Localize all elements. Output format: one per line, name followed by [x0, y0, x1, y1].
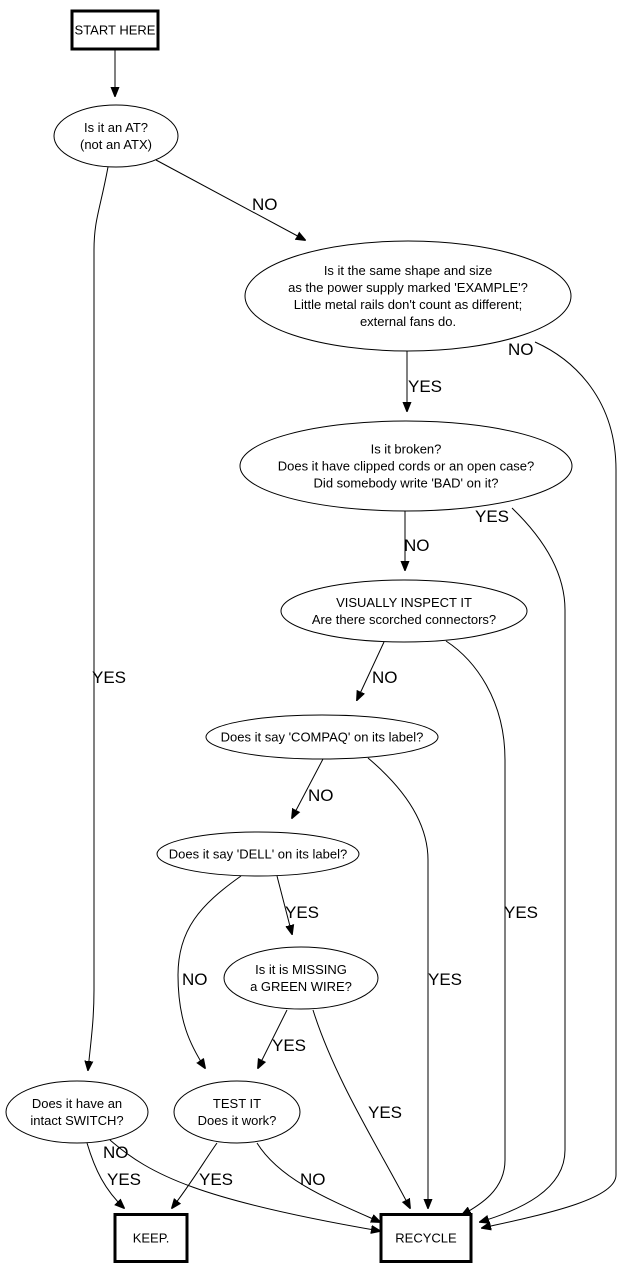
- node-text-line: Are there scorched connectors?: [312, 612, 496, 627]
- node-text-line: RECYCLE: [395, 1231, 457, 1246]
- node-ellipse: [280, 579, 528, 643]
- edge-label-broken-to-visual: NO: [404, 536, 430, 555]
- node-ellipse: [5, 1080, 149, 1144]
- node-text-line: TEST IT: [213, 1096, 261, 1111]
- edge-label-visual-to-recycle: YES: [504, 903, 538, 922]
- node-box: [113, 1213, 189, 1263]
- node-text-line: intact SWITCH?: [30, 1113, 123, 1128]
- node-text-line: Does it have an: [32, 1096, 122, 1111]
- edge-label-compaq-to-recycle: YES: [428, 970, 462, 989]
- edge-label-green-to-recycle: YES: [368, 1103, 402, 1122]
- node-test: TEST IT Does it work?: [173, 1080, 301, 1144]
- edge-visual-to-compaq: [357, 641, 385, 700]
- node-recycle: RECYCLE: [379, 1213, 473, 1263]
- node-text-line: (not an ATX): [80, 137, 152, 152]
- edge-label-same_shape-to-broken: YES: [408, 377, 442, 396]
- node-text-line: Is it an AT?: [84, 120, 148, 135]
- node-start: START HERE: [70, 9, 160, 51]
- node-keep: KEEP.: [113, 1213, 189, 1263]
- edge-label-switch-to-keep: YES: [107, 1170, 141, 1189]
- node-text-line: a GREEN WIRE?: [250, 979, 352, 994]
- node-ellipse: [205, 714, 439, 760]
- node-dell: Does it say 'DELL' on its label?: [156, 831, 360, 877]
- node-text-line: Does it say 'COMPAQ' on its label?: [221, 730, 424, 745]
- node-ellipse: [244, 240, 572, 352]
- node-text-line: Is it is MISSING: [255, 962, 347, 977]
- edge-label-compaq-to-dell: NO: [308, 786, 334, 805]
- node-box: [379, 1213, 473, 1263]
- node-green: Is it is MISSING a GREEN WIRE?: [223, 946, 379, 1010]
- node-ellipse: [156, 831, 360, 877]
- edge-label-same_shape-to-recycle: NO: [508, 340, 534, 359]
- edge-switch-to-recycle: [109, 1139, 380, 1231]
- node-text-line: Does it work?: [198, 1113, 277, 1128]
- edge-label-visual-to-compaq: NO: [372, 668, 398, 687]
- edge-green-to-test: [258, 1009, 288, 1068]
- node-switch: Does it have an intact SWITCH?: [5, 1080, 149, 1144]
- node-text-line: Is it the same shape and size: [324, 263, 492, 278]
- node-text-line: KEEP.: [133, 1231, 170, 1246]
- edge-label-is_at-to-switch: YES: [92, 668, 126, 687]
- node-box: [70, 9, 160, 51]
- edge-label-test-to-recycle: NO: [300, 1170, 326, 1189]
- edge-dell-to-green: [276, 875, 292, 934]
- node-ellipse: [53, 104, 179, 168]
- node-text-line: Did somebody write 'BAD' on it?: [314, 476, 499, 491]
- edge-label-test-to-keep: YES: [199, 1170, 233, 1189]
- edge-compaq-to-dell: [292, 758, 324, 818]
- node-text-line: Is it broken?: [371, 442, 442, 457]
- edge-same_shape-to-recycle: [482, 341, 617, 1228]
- edge-label-is_at-to-same_shape: NO: [252, 195, 278, 214]
- edge-test-to-keep: [172, 1142, 218, 1208]
- node-is-at: Is it an AT? (not an ATX): [53, 104, 179, 168]
- edge-dell-to-test: [177, 875, 242, 1068]
- edge-label-switch-to-recycle: NO: [103, 1143, 129, 1162]
- node-text-line: Does it say 'DELL' on its label?: [169, 847, 347, 862]
- node-text-line: START HERE: [75, 23, 156, 38]
- node-compaq: Does it say 'COMPAQ' on its label?: [205, 714, 439, 760]
- edge-is_at-to-switch: [88, 166, 109, 1070]
- edge-broken-to-recycle: [480, 507, 566, 1222]
- edge-label-broken-to-recycle: YES: [475, 507, 509, 526]
- node-ellipse: [223, 946, 379, 1010]
- edge-label-dell-to-test: NO: [182, 970, 208, 989]
- node-text-line: Little metal rails don't count as differ…: [294, 297, 522, 312]
- node-text-line: VISUALLY INSPECT IT: [336, 595, 472, 610]
- node-ellipse: [239, 420, 573, 512]
- node-text-line: Does it have clipped cords or an open ca…: [278, 459, 535, 474]
- node-text-line: external fans do.: [360, 314, 456, 329]
- edge-visual-to-recycle: [445, 640, 506, 1215]
- node-visual: VISUALLY INSPECT IT Are there scorched co…: [280, 579, 528, 643]
- node-broken: Is it broken? Does it have clipped cords …: [239, 420, 573, 512]
- edge-label-green-to-test: YES: [272, 1036, 306, 1055]
- edge-is_at-to-same_shape: [155, 159, 305, 240]
- node-text-line: as the power supply marked 'EXAMPLE'?: [288, 280, 528, 295]
- edge-green-to-recycle: [312, 1009, 410, 1208]
- node-same-shape: Is it the same shape and size as the powe…: [244, 240, 572, 352]
- edge-compaq-to-recycle: [367, 757, 428, 1208]
- edge-test-to-recycle: [256, 1142, 380, 1222]
- node-ellipse: [173, 1080, 301, 1144]
- edge-label-dell-to-green: YES: [285, 903, 319, 922]
- edge-switch-to-keep: [86, 1142, 124, 1208]
